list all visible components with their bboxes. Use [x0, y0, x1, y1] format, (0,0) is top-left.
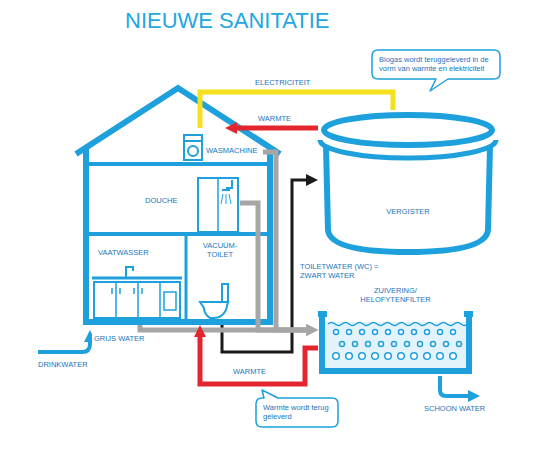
kitchen-handles — [112, 288, 142, 294]
flow-connector — [263, 152, 310, 330]
callout-outline — [372, 50, 500, 91]
kitchen-icon — [92, 267, 182, 318]
toilet-bowl — [200, 302, 228, 318]
washing-machine-body — [184, 135, 202, 160]
shower-water — [221, 194, 231, 204]
oven-window — [164, 292, 176, 310]
shower-head — [222, 189, 230, 191]
bubble — [398, 353, 405, 360]
bubble — [450, 353, 457, 360]
node-text: ZUIVERING/ HELOFYTENFILTER — [350, 286, 441, 305]
basin-water — [325, 322, 466, 369]
bubble — [359, 353, 366, 360]
callout-bubble: Warmte wordt terug geleverd — [256, 398, 338, 427]
bubble — [360, 330, 365, 335]
node-text: Biogas wordt teruggeleverd in de vorm va… — [379, 55, 493, 74]
node-text: VERGISTER — [318, 207, 498, 216]
bubble — [438, 330, 443, 335]
node-text: VACUÜM- TOILET — [200, 241, 240, 260]
callout-bubble: Biogas wordt teruggeleverd in de vorm va… — [372, 50, 500, 79]
bubble — [392, 342, 397, 347]
callout-outline — [256, 390, 338, 427]
bubble — [425, 330, 430, 335]
water-surface — [328, 323, 468, 326]
washing-machine-icon — [184, 135, 202, 160]
bubble — [373, 330, 378, 335]
bubble — [444, 342, 449, 347]
house-walls — [86, 147, 270, 322]
bubble — [412, 330, 417, 335]
connector-label: ELECTRICITEIT — [253, 78, 312, 87]
node-text: Warmte wordt terug geleverd — [263, 403, 333, 422]
bubble — [333, 353, 340, 360]
filter-bubbles — [333, 330, 462, 360]
bubble — [418, 342, 423, 347]
drinking-water-arrow — [38, 338, 90, 352]
clean-water-pipe — [440, 376, 472, 396]
bubble — [385, 353, 392, 360]
tank-outline — [318, 110, 501, 260]
diagram-title: NIEUWE SANITATIE — [125, 8, 330, 34]
digester-tank: VERGISTER — [318, 110, 501, 260]
basin-wall — [318, 314, 473, 371]
bubble — [353, 342, 358, 347]
node-text: DOUCHE — [145, 196, 195, 205]
bubble — [379, 342, 384, 347]
kitchen-cabinets — [94, 282, 180, 318]
toilet-tank — [222, 284, 228, 302]
flow-label: DRINKWATER — [38, 360, 88, 369]
node-text: WASMACHINE — [206, 146, 260, 155]
house-roof — [76, 88, 280, 154]
connector-label: TOILETWATER (WC) = ZWART WATER — [298, 262, 388, 281]
flow-label: SCHOON WATER — [424, 404, 485, 413]
kitchen-faucet — [126, 267, 133, 277]
shower-door — [217, 178, 219, 232]
bubble — [347, 330, 352, 335]
kitchen-counter — [92, 277, 182, 280]
clean-water-arrow — [440, 376, 472, 396]
room-wall — [185, 234, 188, 322]
flow-connector — [200, 333, 318, 384]
tank-top — [324, 115, 492, 145]
shower-pipe — [226, 180, 232, 188]
bubble — [431, 342, 436, 347]
connector-label: WARMTE — [256, 114, 293, 123]
bubble — [334, 330, 339, 335]
bubble — [424, 353, 431, 360]
bubble — [340, 342, 345, 347]
flow-connector — [233, 126, 318, 131]
bubble — [399, 330, 404, 335]
room-label: DOUCHE — [145, 193, 240, 209]
bubble — [457, 342, 462, 347]
connector-label: WARMTE — [231, 367, 268, 376]
room-label: VAATWASSER — [92, 244, 182, 325]
tank-body — [326, 146, 490, 252]
ground-floor-ceiling — [86, 232, 270, 236]
kitchen-doors — [116, 282, 160, 318]
shower-cabin — [198, 178, 238, 232]
flow-connector — [140, 325, 310, 330]
bubble — [451, 330, 456, 335]
room-label: VACUÜM- TOILET — [190, 238, 250, 325]
node-text: VAATWASSER — [98, 248, 178, 257]
bubble — [372, 353, 379, 360]
room-label: WASMACHINE — [180, 128, 263, 160]
filter-basin: ZUIVERING/ HELOFYTENFILTER — [318, 286, 473, 374]
flow-connector — [222, 180, 310, 352]
connector-label: GRIJS WATER — [92, 334, 146, 343]
bubble — [386, 330, 391, 335]
attic-floor — [86, 162, 270, 166]
bubble — [366, 342, 371, 347]
shower-icon — [198, 178, 238, 232]
toilet-icon — [200, 284, 228, 318]
bubble — [405, 342, 410, 347]
washing-machine-panel — [184, 140, 202, 142]
bubble — [437, 353, 444, 360]
washing-machine-door — [188, 146, 198, 156]
bubble — [411, 353, 418, 360]
drinking-water-pipe — [38, 338, 90, 352]
bubble — [346, 353, 353, 360]
